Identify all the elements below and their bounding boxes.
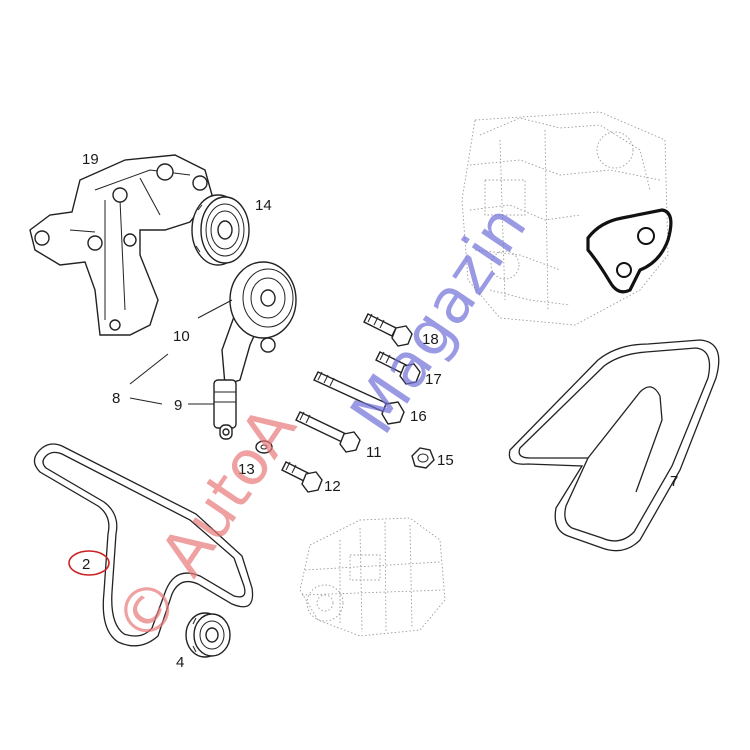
label-17: 17: [425, 371, 442, 388]
belt-tensioner: [213, 261, 297, 440]
label-9: 9: [174, 397, 182, 414]
label-15: 15: [437, 452, 454, 469]
bolts: [255, 313, 435, 493]
label-19: 19: [82, 151, 99, 168]
engine-block: [461, 111, 673, 326]
label-10: 10: [173, 328, 190, 345]
label-7: 7: [670, 473, 678, 490]
serpentine-belt: [508, 339, 720, 552]
label-14: 14: [255, 197, 272, 214]
leader-lines: [129, 299, 233, 405]
label-13: 13: [238, 461, 255, 478]
label-8: 8: [112, 390, 120, 407]
label-16: 16: [410, 408, 427, 425]
label-11: 11: [366, 444, 382, 461]
highlight-circle: [68, 550, 110, 576]
label-2: 2: [82, 556, 90, 573]
label-18: 18: [422, 331, 439, 348]
alternator: [299, 517, 446, 637]
label-12: 12: [324, 478, 341, 495]
idler-pulley: [191, 194, 250, 266]
alternator-pulley: [185, 612, 231, 658]
drive-belt: [33, 443, 254, 647]
label-4: 4: [176, 654, 184, 671]
mounting-bracket: [29, 154, 213, 336]
